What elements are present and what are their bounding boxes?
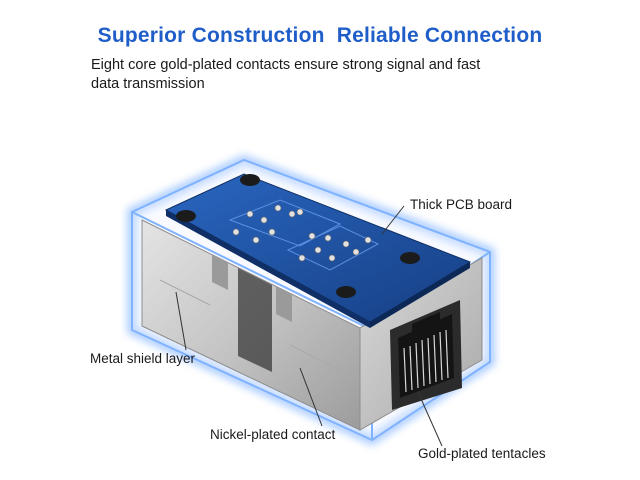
thick-pcb-board [164,173,472,328]
callout-gold-tentacles: Gold-plated tentacles [418,446,546,461]
callout-metal-shield: Metal shield layer [90,351,196,366]
gold-plated-tentacles [403,329,449,393]
page-title: Superior Construction Reliable Connectio… [97,24,543,47]
page-subtitle: Eight core gold-plated contacts ensure s… [91,57,481,92]
callout-lines [175,205,443,447]
callout-nickel-contact: Nickel-plated contact [210,427,336,442]
callout-pcb-board: Thick PCB board [410,197,513,212]
